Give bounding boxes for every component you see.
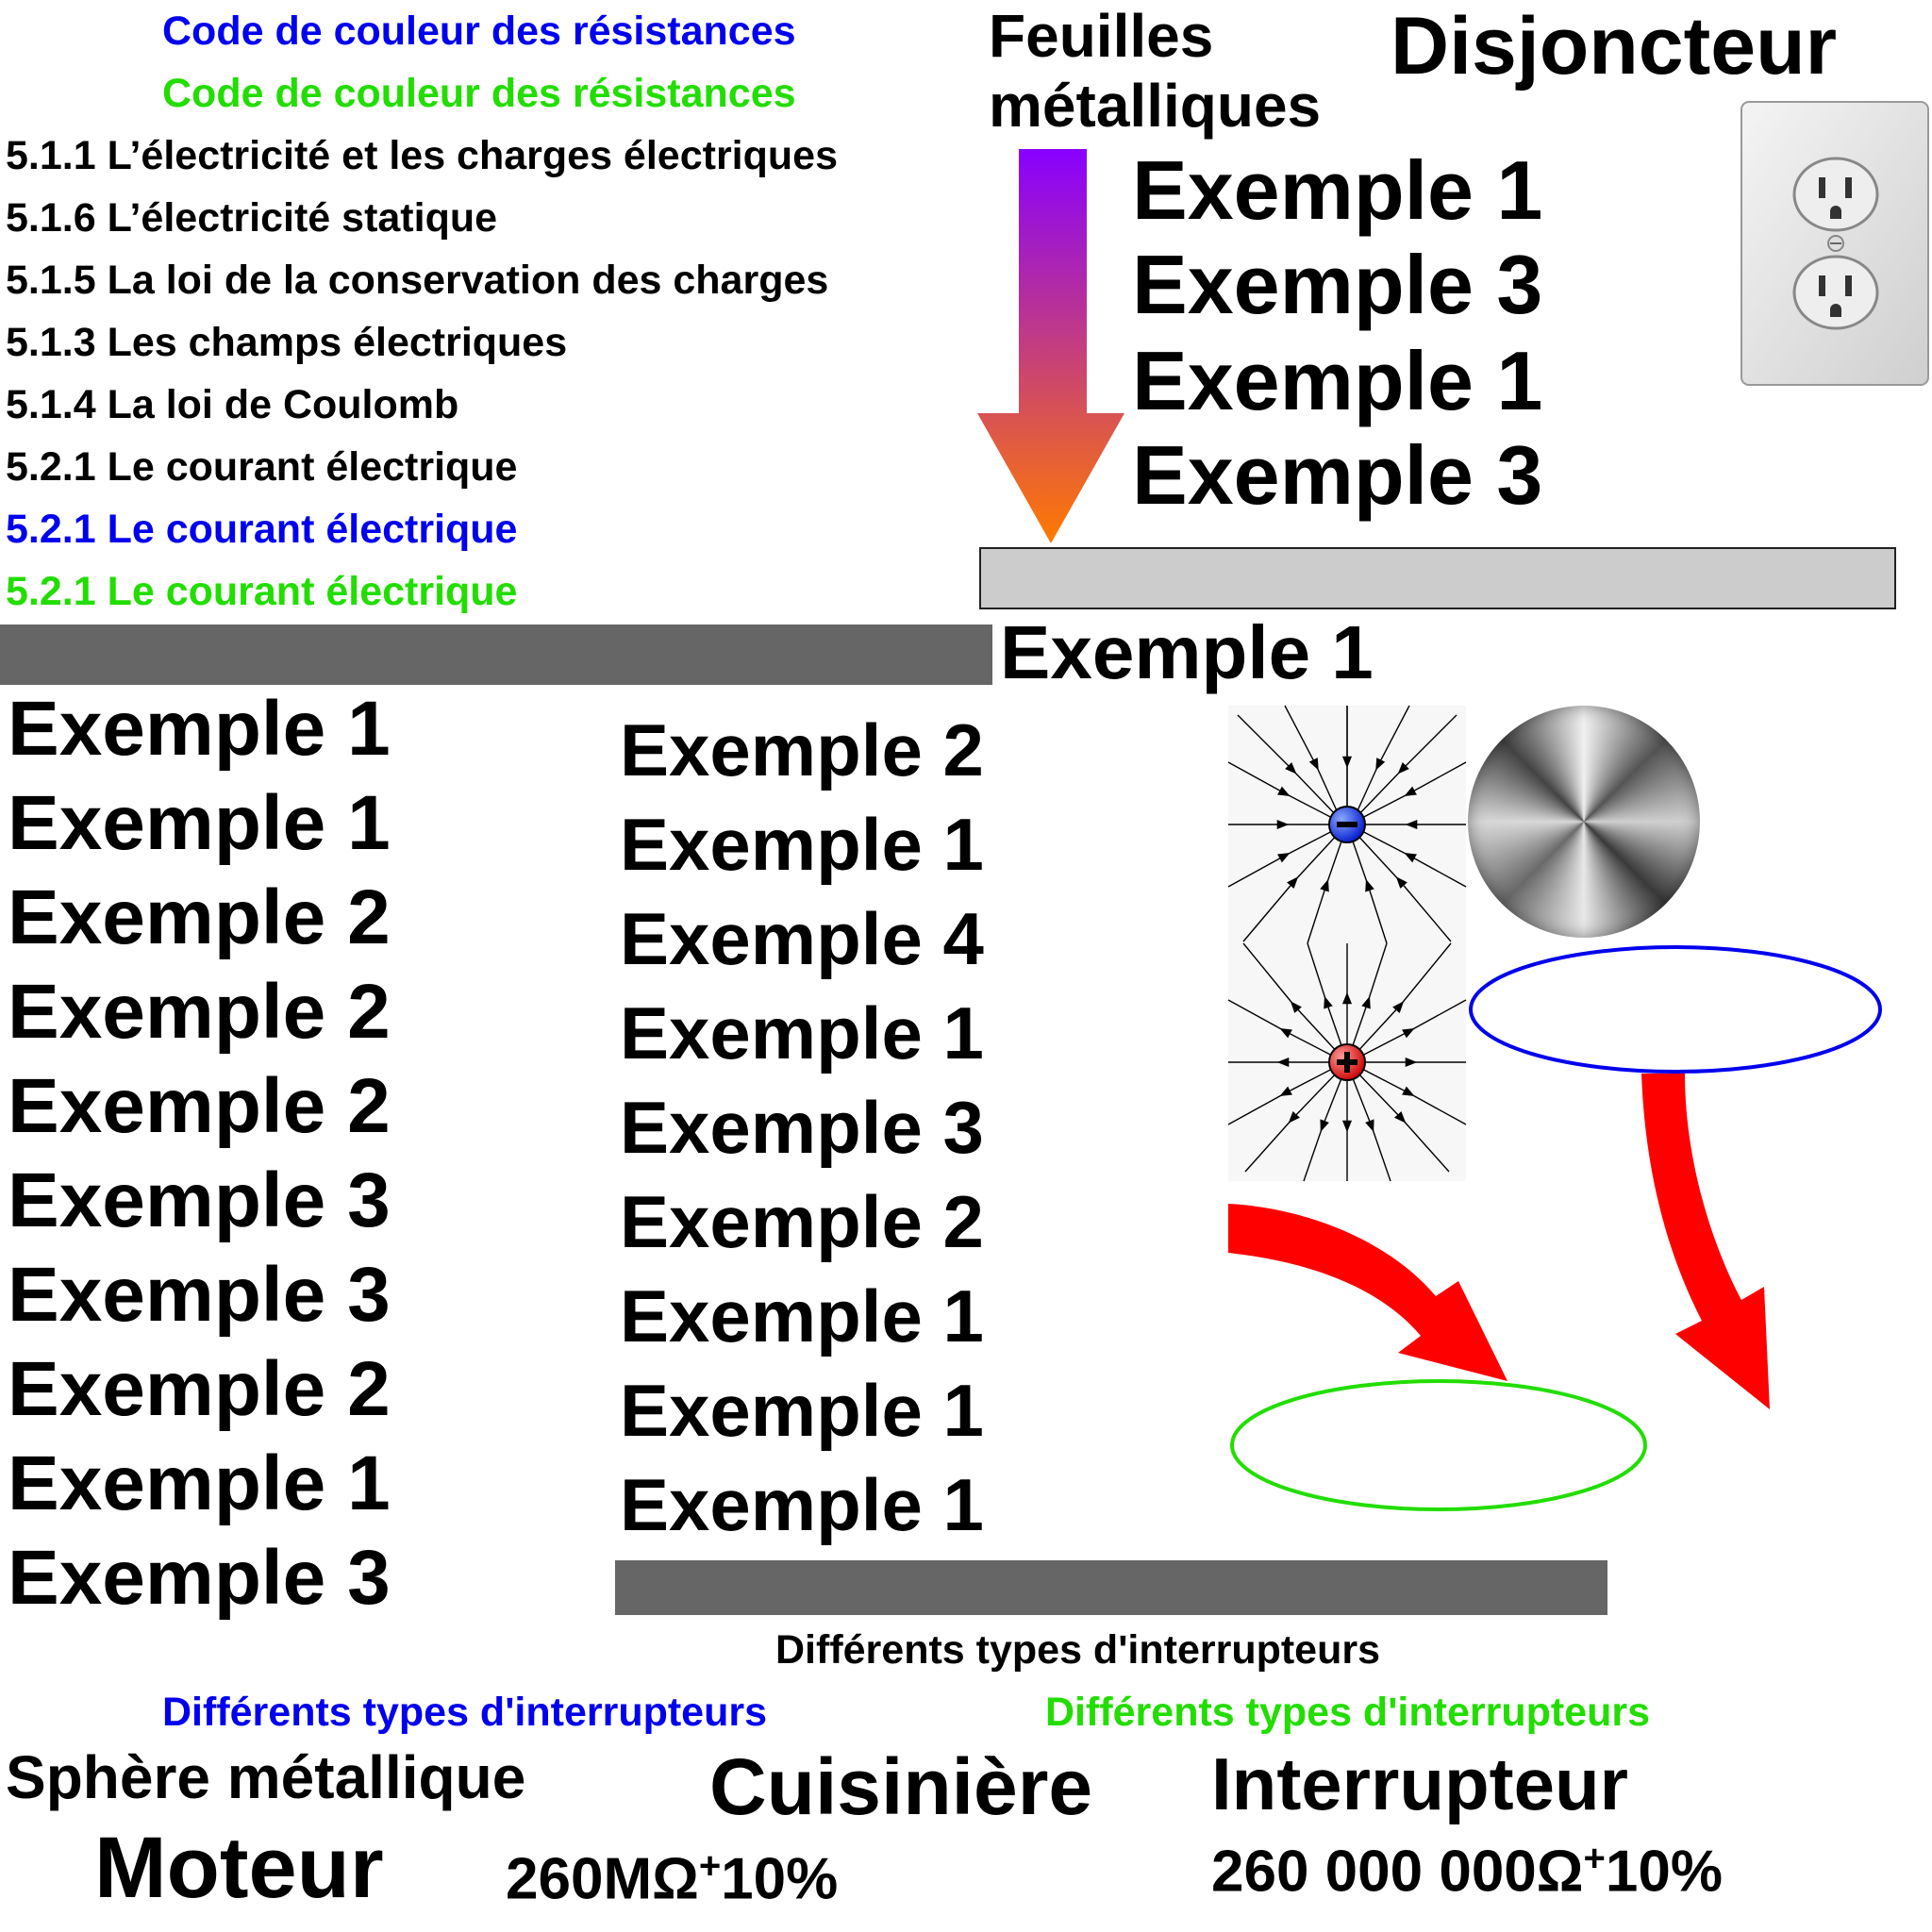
- tolerance-text: 10%: [1605, 1839, 1723, 1905]
- resistance-value-mega: 260MΩ+10%: [506, 1847, 838, 1909]
- lesson-item: 5.1.4 La loi de Coulomb: [6, 382, 459, 427]
- lesson-item: 5.2.1 Le courant électrique: [6, 569, 518, 614]
- example-label: Exemple 1: [8, 780, 391, 866]
- example-label: Exemple 1: [1000, 610, 1374, 694]
- example-label: Exemple 1: [620, 991, 984, 1074]
- example-label: Exemple 1: [620, 803, 984, 886]
- lesson-item: 5.2.1 Le courant électrique: [6, 507, 518, 552]
- example-label: Exemple 2: [620, 708, 984, 791]
- example-label: Exemple 3: [1132, 238, 1543, 331]
- feuilles-label-line2: métalliques: [989, 72, 1322, 140]
- example-label: Exemple 3: [620, 1086, 984, 1169]
- interrupteur-label: Interrupteur: [1211, 1742, 1629, 1825]
- example-label: Exemple 1: [620, 1274, 984, 1357]
- lesson-item: 5.1.1 L’électricité et les charges élect…: [6, 133, 838, 178]
- sphere-label: Sphère métallique: [6, 1743, 526, 1811]
- example-label: Exemple 3: [8, 1158, 391, 1243]
- plus-sign: +: [1583, 1838, 1606, 1879]
- red-curved-arrow-right: [1641, 1074, 1770, 1409]
- example-label: Exemple 3: [8, 1252, 391, 1338]
- metal-sphere-image: [1468, 706, 1700, 938]
- dark-gray-bar-top: [0, 625, 992, 685]
- resistance-mega-text: 260MΩ: [506, 1846, 699, 1912]
- feuilles-label-line1: Feuilles: [989, 2, 1214, 70]
- switch-types-label-blue: Différents types d'interrupteurs: [162, 1690, 768, 1735]
- example-label: Exemple 1: [8, 686, 391, 772]
- example-label: Exemple 1: [620, 1369, 984, 1452]
- electrical-outlet-icon: [1740, 101, 1929, 386]
- resistance-code-title-blue: Code de couleur des résistances: [162, 8, 796, 54]
- minus-icon: [1328, 806, 1366, 843]
- lesson-item: 5.1.3 Les champs électriques: [6, 320, 568, 365]
- cuisiniere-label: Cuisinière: [709, 1742, 1093, 1831]
- example-label: Exemple 1: [8, 1441, 391, 1526]
- example-label: Exemple 1: [620, 1463, 984, 1546]
- resistance-full-text: 260 000 000Ω: [1211, 1839, 1584, 1905]
- gradient-down-arrow: [977, 149, 1124, 543]
- blue-ellipse: [1469, 945, 1882, 1074]
- example-label: Exemple 2: [620, 1180, 984, 1263]
- disjoncteur-label: Disjoncteur: [1391, 1, 1838, 92]
- moteur-label: Moteur: [94, 1820, 384, 1916]
- dark-gray-bar-bottom: [615, 1560, 1607, 1615]
- resistance-value-full: 260 000 000Ω+10%: [1211, 1840, 1723, 1902]
- example-label: Exemple 2: [8, 969, 391, 1055]
- switch-types-label-green: Différents types d'interrupteurs: [1045, 1690, 1651, 1735]
- example-label: Exemple 3: [1132, 428, 1543, 522]
- switch-types-label-black: Différents types d'interrupteurs: [775, 1627, 1381, 1673]
- example-label: Exemple 1: [1132, 334, 1543, 427]
- plus-sign: +: [698, 1845, 722, 1887]
- lesson-item: 5.1.6 L’électricité statique: [6, 195, 498, 241]
- example-label: Exemple 2: [8, 874, 391, 960]
- red-curved-arrow-left: [1228, 1204, 1507, 1381]
- light-gray-bar: [979, 547, 1896, 609]
- green-ellipse: [1230, 1379, 1647, 1511]
- example-label: Exemple 2: [8, 1346, 391, 1432]
- tolerance-text: 10%: [721, 1846, 839, 1912]
- lesson-item: 5.2.1 Le courant électrique: [6, 444, 518, 490]
- lesson-item: 5.1.5 La loi de la conservation des char…: [6, 258, 829, 303]
- resistance-code-title-green: Code de couleur des résistances: [162, 71, 796, 116]
- example-label: Exemple 1: [1132, 143, 1543, 237]
- electric-field-diagram: [1227, 705, 1467, 1182]
- example-label: Exemple 2: [8, 1063, 391, 1149]
- example-label: Exemple 4: [620, 897, 984, 980]
- example-label: Exemple 3: [8, 1535, 391, 1621]
- plus-icon: [1328, 1043, 1366, 1081]
